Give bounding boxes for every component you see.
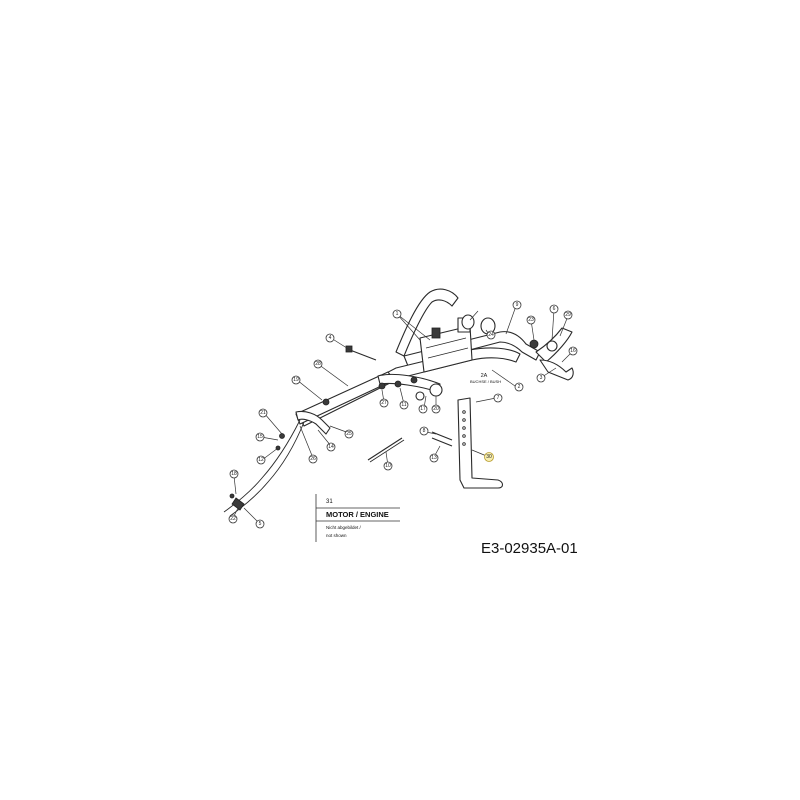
- callout-19: 19: [291, 375, 301, 385]
- svg-text:20: 20: [433, 406, 439, 412]
- callout-27: 27: [379, 398, 389, 408]
- svg-text:23: 23: [528, 317, 534, 323]
- callout-10: 10: [383, 461, 393, 471]
- svg-text:30: 30: [486, 454, 492, 460]
- callout-6: 6: [549, 304, 559, 314]
- svg-text:22: 22: [230, 516, 236, 522]
- callout-30: 30: [484, 452, 494, 462]
- callouts: 1 2 2A 3 4 5 6 7 8 9 10 11 12 13 14 15 1…: [228, 300, 578, 529]
- svg-text:25: 25: [346, 431, 352, 437]
- svg-text:21: 21: [260, 410, 266, 416]
- svg-text:7: 7: [497, 395, 500, 401]
- callout-24: 24: [486, 330, 496, 340]
- svg-text:3: 3: [540, 375, 543, 381]
- control-lever: [295, 410, 331, 435]
- fasteners-middle: [322, 376, 443, 406]
- svg-text:8: 8: [423, 428, 426, 434]
- callout-15: 15: [255, 432, 265, 442]
- callout-28: 28: [313, 359, 323, 369]
- svg-text:14: 14: [328, 444, 334, 450]
- svg-text:28: 28: [315, 361, 321, 367]
- handlebar-left-grip: [395, 288, 459, 357]
- svg-text:15: 15: [257, 434, 263, 440]
- callout-2a: 2A: [481, 373, 488, 379]
- callout-25: 25: [344, 429, 354, 439]
- callout-14: 14: [326, 442, 336, 452]
- callout-5: 5: [255, 519, 265, 529]
- bolt-4: [345, 345, 377, 361]
- callout-21: 21: [258, 408, 268, 418]
- svg-text:4: 4: [329, 335, 332, 341]
- handlebar-right-end: [539, 359, 574, 381]
- callout-13: 13: [429, 453, 439, 463]
- svg-text:2A: 2A: [481, 373, 488, 379]
- svg-text:17: 17: [420, 406, 426, 412]
- note-box-title: MOTOR / ENGINE: [326, 510, 389, 519]
- callout-11: 11: [399, 400, 409, 410]
- cable-assembly: [223, 410, 331, 517]
- callout-4: 4: [325, 333, 335, 343]
- loose-rod: [367, 437, 405, 463]
- svg-text:24: 24: [488, 332, 494, 338]
- note-box-line1: Nicht abgebildet /: [326, 525, 362, 530]
- svg-text:11: 11: [401, 402, 406, 408]
- callout-3: 3: [536, 373, 546, 383]
- svg-text:13: 13: [431, 455, 437, 461]
- note-box-number: 31: [326, 499, 333, 505]
- svg-text:12: 12: [258, 457, 264, 463]
- svg-text:10: 10: [385, 463, 391, 469]
- callout-2: 2: [514, 382, 524, 392]
- callout-7: 7: [493, 393, 503, 403]
- callout-29: 29: [563, 310, 573, 320]
- callout-12: 12: [256, 455, 266, 465]
- callout-26: 26: [308, 454, 318, 464]
- drawing-number: E3-02935A-01: [481, 540, 578, 557]
- callout-1: 1: [392, 309, 402, 319]
- svg-text:9: 9: [516, 302, 519, 308]
- callout-17: 17: [418, 404, 428, 414]
- callout-18: 18: [229, 469, 239, 479]
- svg-text:27: 27: [381, 400, 387, 406]
- height-adjust-bracket: [431, 397, 504, 489]
- handlebar-lower-tube: [299, 347, 521, 427]
- bush-note: BUCHSE / BUSH: [470, 379, 501, 384]
- callout-22: 22: [228, 514, 238, 524]
- svg-text:18: 18: [231, 471, 237, 477]
- svg-text:29: 29: [565, 312, 571, 318]
- callout-16: 16: [568, 346, 578, 356]
- tube-clamp-left: [431, 327, 441, 339]
- note-box-line2: not shown: [326, 533, 347, 538]
- callout-20: 20: [431, 404, 441, 414]
- knob-right-2: [529, 339, 539, 349]
- svg-text:6: 6: [553, 306, 556, 312]
- callout-8: 8: [419, 426, 429, 436]
- callout-9: 9: [512, 300, 522, 310]
- callout-23: 23: [526, 315, 536, 325]
- note-box: 31 MOTOR / ENGINE Nicht abgebildet / not…: [315, 494, 400, 542]
- svg-text:1: 1: [396, 311, 399, 317]
- svg-text:26: 26: [310, 456, 316, 462]
- bracket-vertical: [457, 397, 504, 489]
- svg-text:2: 2: [518, 384, 521, 390]
- handlebar-assembly: [295, 288, 574, 427]
- knob-right: [546, 340, 558, 352]
- svg-text:5: 5: [259, 521, 262, 527]
- svg-text:16: 16: [570, 348, 576, 354]
- svg-text:19: 19: [293, 377, 299, 383]
